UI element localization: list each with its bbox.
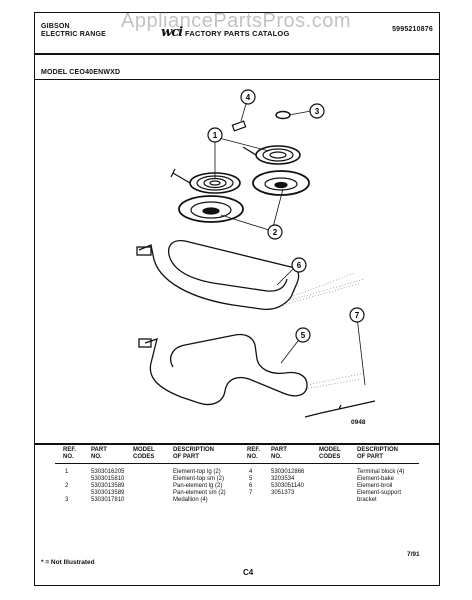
row-part-no: 5303017810 xyxy=(91,497,125,503)
callout-5-text: 5 xyxy=(301,331,306,340)
callout-5: 5 xyxy=(295,327,311,343)
callout-2: 2 xyxy=(267,224,283,240)
header-ref-no-right-text: REF. NO. xyxy=(247,447,261,460)
parts-diagram: 1 2 3 4 5 6 7 xyxy=(136,89,376,418)
shading-dots xyxy=(282,272,366,390)
callouts: 1 2 3 4 5 6 7 xyxy=(207,89,365,343)
row-part-no: 5303013589 xyxy=(91,483,125,489)
page-number: C4 xyxy=(243,568,254,577)
row-ref: 7 xyxy=(249,490,253,496)
row-part-no: 3203534 xyxy=(271,476,295,482)
callout-4: 4 xyxy=(240,89,256,105)
drip-pan-large xyxy=(178,195,244,223)
model-label: MODEL CEO40ENWXD xyxy=(41,69,121,76)
element-support-bracket xyxy=(304,400,376,418)
header-part-no: PART NO. xyxy=(91,447,107,461)
callout-2-text: 2 xyxy=(273,228,278,237)
row-description: Element-bake xyxy=(357,476,395,482)
row-description: Medallion (4) xyxy=(173,497,208,503)
row-part-no: 5303013589 xyxy=(91,490,125,496)
brand-block: GIBSON ELECTRIC RANGE xyxy=(41,23,106,39)
table-top-rule xyxy=(35,443,439,445)
header-part-no-text: PART NO. xyxy=(91,447,107,460)
callout-6: 6 xyxy=(291,257,307,273)
header-ref-no: REF. NO. xyxy=(63,447,76,461)
header-ref-no-right: REF. NO. xyxy=(247,447,260,461)
row-description: Pan-element sm (2) xyxy=(173,490,226,496)
model-rule xyxy=(35,79,439,80)
row-ref: 6 xyxy=(249,483,253,489)
footnote: * = Not Illustrated xyxy=(41,559,95,566)
product-line: ELECTRIC RANGE xyxy=(41,31,107,38)
row-ref: 3 xyxy=(65,497,69,503)
header-description-text: DESCRIPTION OF PART xyxy=(173,447,215,460)
callout-1-text: 1 xyxy=(213,131,218,140)
header-part-no-right: PART NO. xyxy=(271,447,287,461)
row-description: Element-broil xyxy=(357,483,393,489)
oven-elements xyxy=(136,239,376,418)
header-model-codes-right-text: MODEL CODES xyxy=(319,447,341,460)
row-ref: 1 xyxy=(65,469,69,475)
row-part-no: 5303016205 xyxy=(91,469,125,475)
row-description: Element-top lg (2) xyxy=(173,469,221,475)
row-part-no: 5303012866 xyxy=(271,469,305,475)
brand-name: GIBSON xyxy=(41,23,70,30)
drip-pan-small xyxy=(252,170,310,196)
header-description: DESCRIPTION OF PART xyxy=(173,447,214,461)
header-model-codes-right: MODEL CODES xyxy=(319,447,341,461)
callout-7: 7 xyxy=(349,307,365,323)
callout-4-text: 4 xyxy=(246,93,251,102)
revision-date: 7/91 xyxy=(407,551,420,558)
callout-1: 1 xyxy=(207,127,223,143)
catalog-number: 5995210876 xyxy=(392,26,433,33)
row-description: Element-top sm (2) xyxy=(173,476,225,482)
header-model-codes: MODEL CODES xyxy=(133,447,155,461)
row-ref: 5 xyxy=(249,476,253,482)
row-description: Element-support xyxy=(357,490,402,496)
callout-3: 3 xyxy=(309,103,325,119)
callout-3-text: 3 xyxy=(315,107,320,116)
header-rule xyxy=(35,53,439,55)
catalog-page: GIBSON ELECTRIC RANGE wci FACTORY PARTS … xyxy=(34,12,440,586)
row-part-no: 3051373 xyxy=(271,490,295,496)
header-description-right-text: DESCRIPTION OF PART xyxy=(357,447,399,460)
row-ref: 4 xyxy=(249,469,253,475)
row-description: bracket xyxy=(357,497,377,503)
header-ref-no-text: REF. NO. xyxy=(63,447,77,460)
terminal-block xyxy=(231,120,247,132)
broil-element xyxy=(138,239,300,311)
row-description: Terminal block (4) xyxy=(357,469,405,475)
bake-element xyxy=(144,333,308,406)
surface-elements xyxy=(170,110,310,223)
callout-6-text: 6 xyxy=(297,261,302,270)
row-part-no: 5303051140 xyxy=(271,483,304,489)
callout-7-text: 7 xyxy=(355,311,360,320)
header-part-no-right-text: PART NO. xyxy=(271,447,287,460)
row-part-no: 5303015810 xyxy=(91,476,125,482)
catalog-title: FACTORY PARTS CATALOG xyxy=(185,29,290,38)
header-description-right: DESCRIPTION OF PART xyxy=(357,447,398,461)
medallion xyxy=(275,110,291,120)
wci-logo: wci xyxy=(161,25,183,40)
leader-lines xyxy=(214,96,366,386)
header-underline xyxy=(55,463,419,464)
row-ref: 2 xyxy=(65,483,69,489)
row-description: Pan-element lg (2) xyxy=(173,483,223,489)
figure-id: 0948 xyxy=(351,419,366,426)
header-model-codes-text: MODEL CODES xyxy=(133,447,155,460)
